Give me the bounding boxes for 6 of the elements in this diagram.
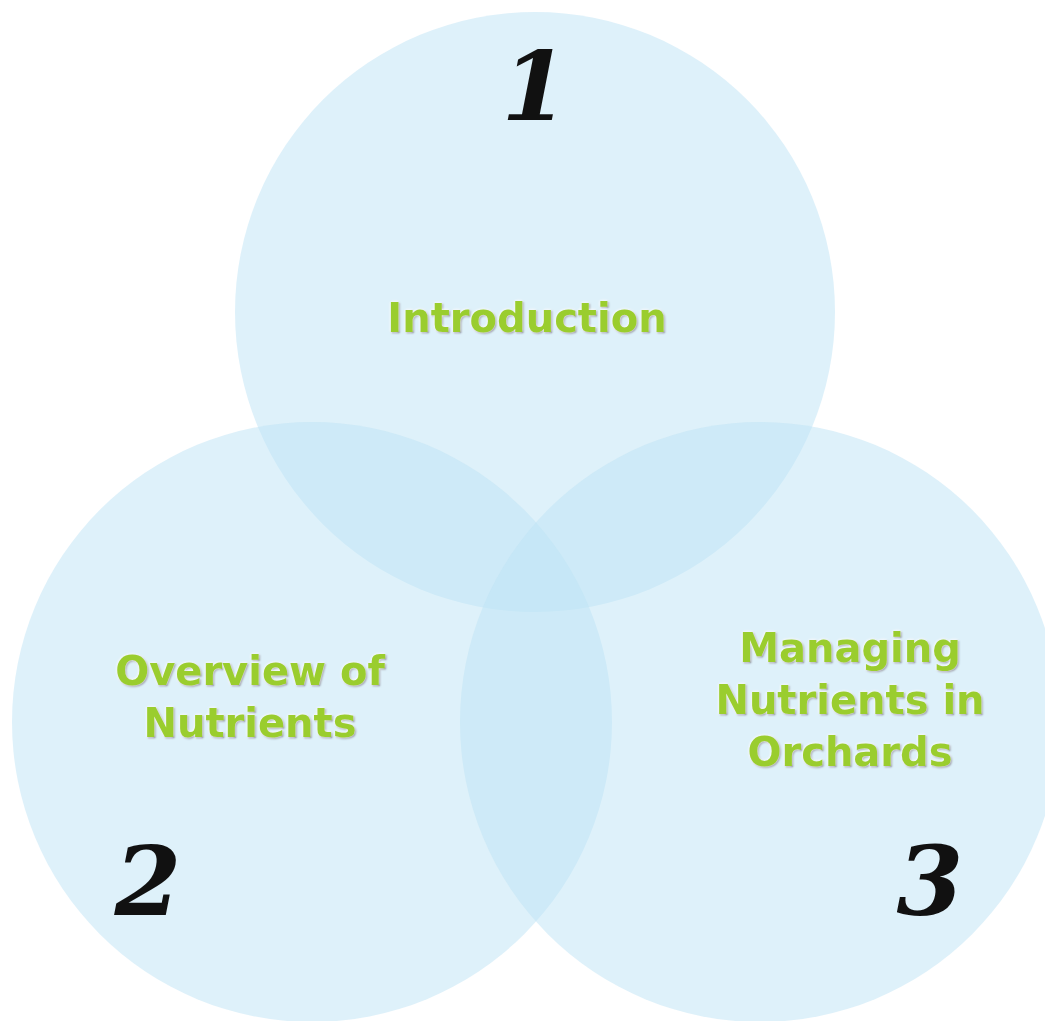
section-title: Managing Nutrients in Orchards xyxy=(714,624,986,777)
section-number: 3 xyxy=(896,834,964,930)
section-number: 1 xyxy=(501,39,569,135)
section-title: Overview of Nutrients xyxy=(114,647,387,748)
section-number: 2 xyxy=(114,834,182,930)
section-title: Introduction xyxy=(386,294,668,343)
